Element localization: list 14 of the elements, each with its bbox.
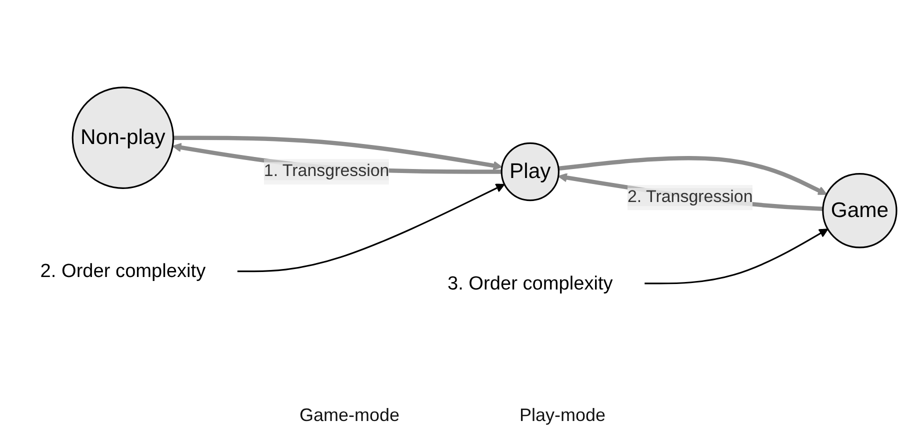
edge-label: 2. Transgression [627,188,753,206]
arrow [558,172,824,211]
arrow [237,184,505,272]
arrow [644,228,828,284]
node-circle: Non-play [72,86,174,189]
node-text: 2. Order complexity [40,260,206,282]
node-text: 3. Order complexity [447,272,613,294]
node-circle: Play [500,142,560,202]
arrow [173,136,502,170]
arrow [558,156,828,195]
mode-label: Game-mode [299,405,400,426]
mode-label: Play-mode [520,405,606,426]
edge-label: 1. Transgression [264,162,390,180]
node-circle: Game [822,172,898,248]
